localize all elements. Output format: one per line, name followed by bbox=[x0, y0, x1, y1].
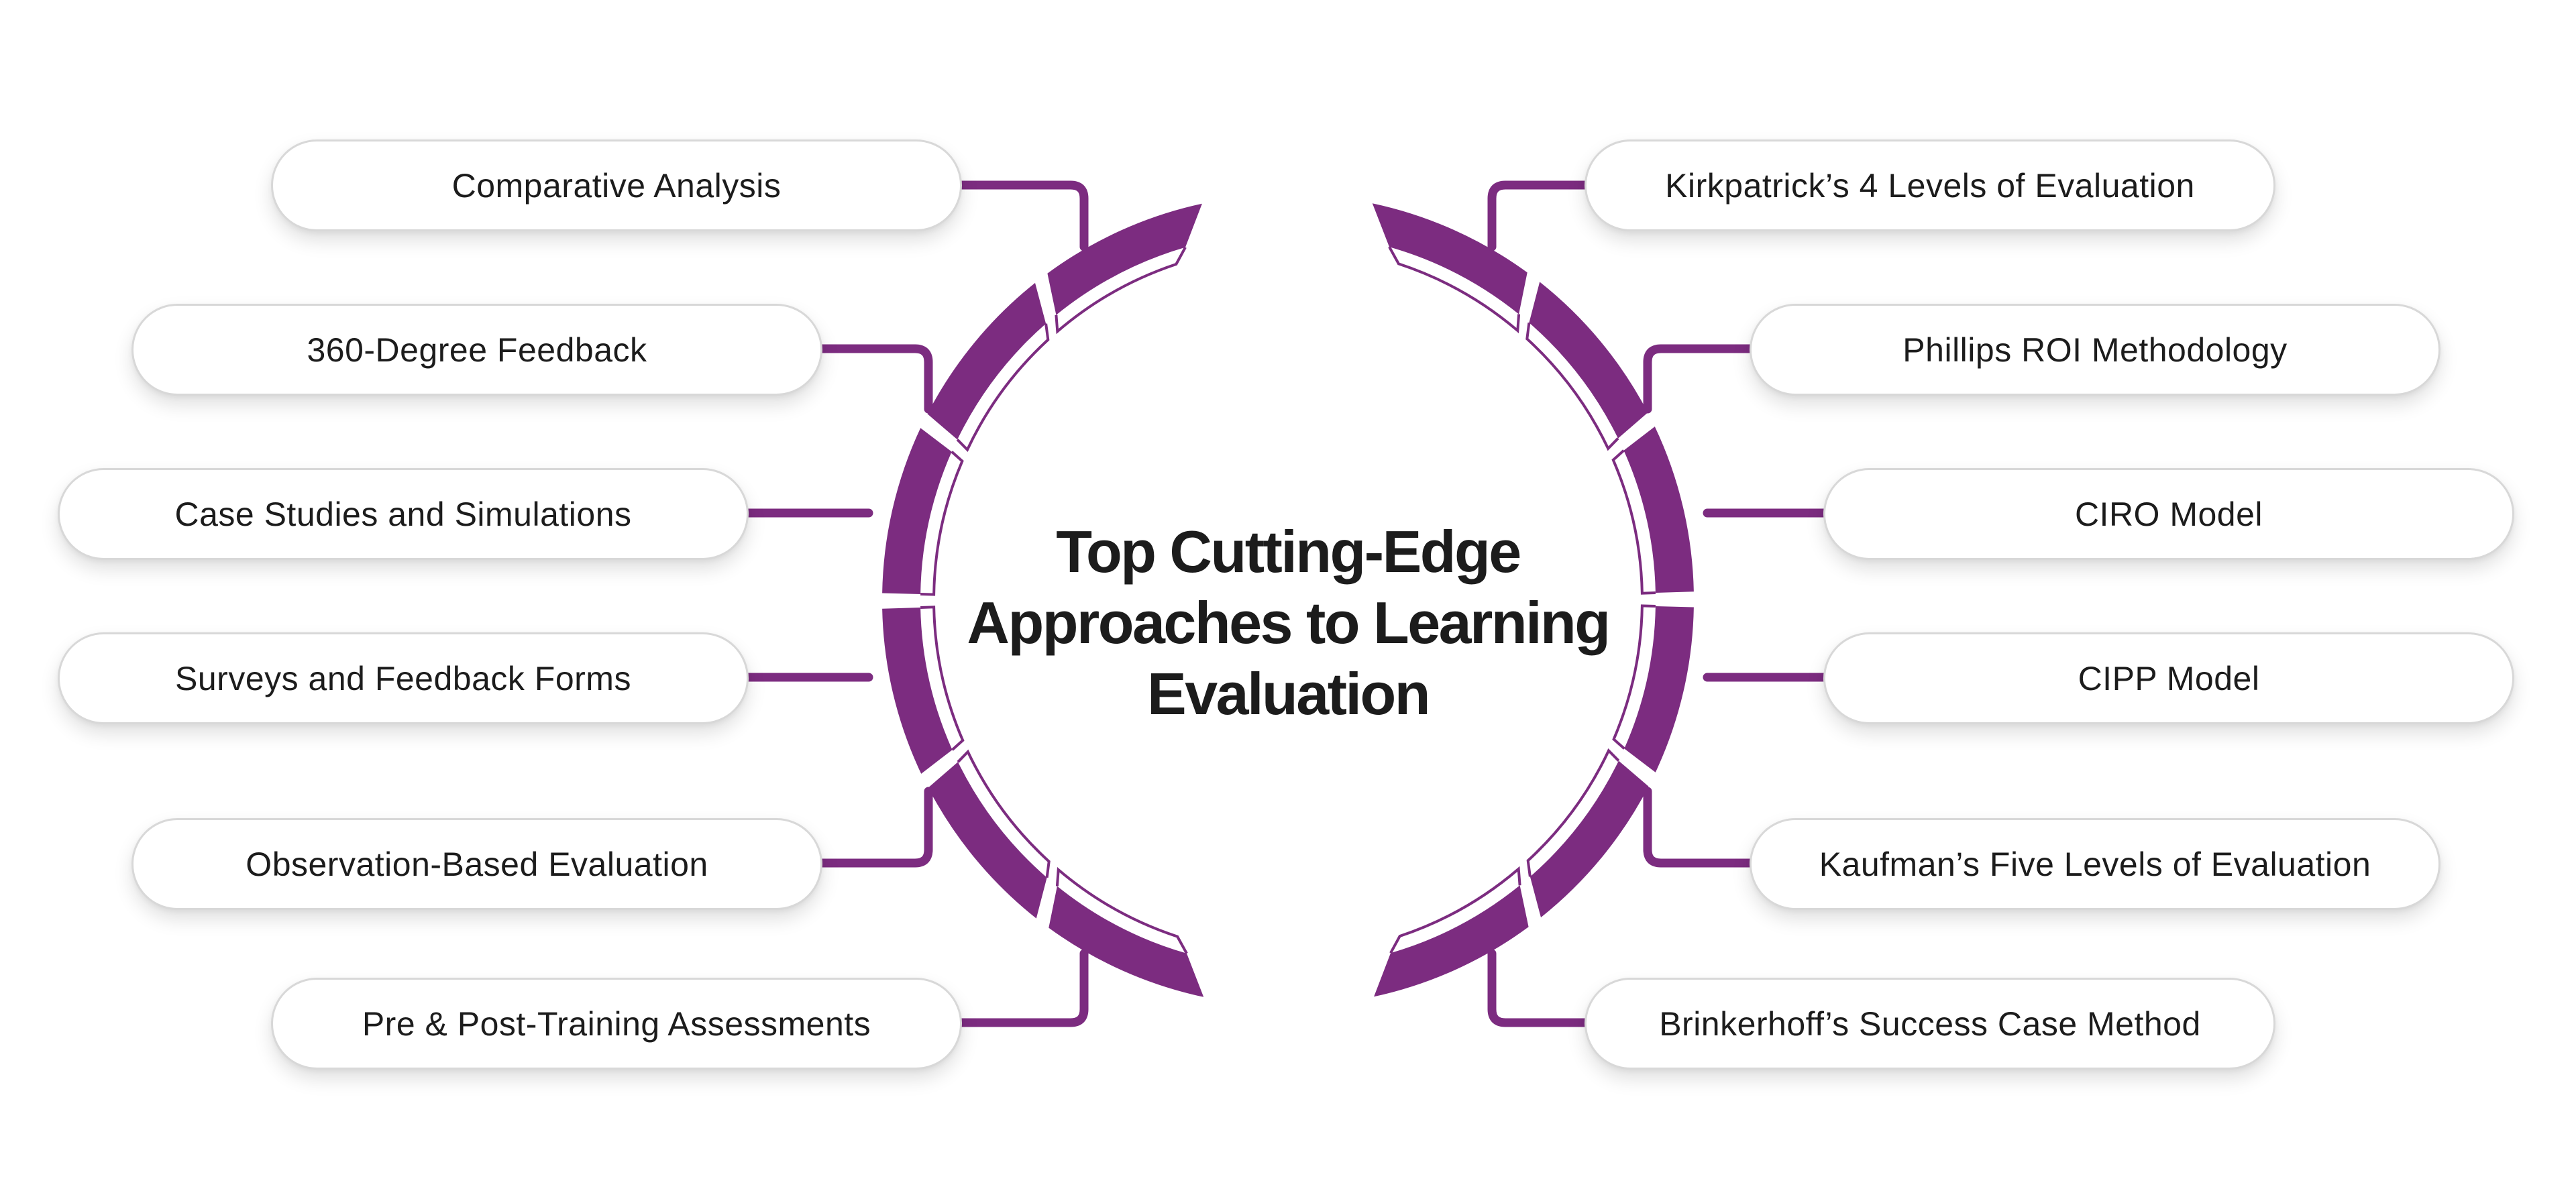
node-label: Comparative Analysis bbox=[451, 166, 782, 205]
node-observation-based-evaluation: Observation-Based Evaluation bbox=[131, 818, 822, 910]
arc-segment-inner-line bbox=[1388, 246, 1521, 334]
arc-segment bbox=[882, 428, 952, 594]
right-arc bbox=[1372, 203, 1694, 997]
node-label: 360-Degree Feedback bbox=[307, 331, 647, 369]
node-label: Kaufman’s Five Levels of Evaluation bbox=[1819, 845, 2371, 883]
node-label: CIRO Model bbox=[2074, 495, 2263, 533]
arc-segment-inner-line bbox=[920, 606, 965, 751]
arc-segment-inner-line bbox=[1525, 323, 1619, 451]
node-kirkpatricks-4-levels-of-evaluation: Kirkpatrick’s 4 Levels of Evaluation bbox=[1585, 139, 2275, 231]
connector-line bbox=[955, 180, 1089, 251]
title-line-1: Top Cutting-Edge bbox=[1056, 518, 1521, 585]
arc-segment bbox=[927, 282, 1046, 440]
arc-segment bbox=[1529, 282, 1648, 439]
diagram-title: Top Cutting-Edge Approaches to Learning … bbox=[785, 516, 1791, 730]
node-label: CIPP Model bbox=[2078, 659, 2260, 697]
arc-segment bbox=[882, 608, 953, 774]
arc-segment bbox=[1372, 203, 1527, 314]
arc-segment bbox=[1624, 606, 1694, 773]
node-phillips-roi-methodology: Phillips ROI Methodology bbox=[1750, 304, 2440, 396]
connector-line bbox=[955, 949, 1089, 1027]
node-label: Observation-Based Evaluation bbox=[246, 845, 708, 883]
node-label: Surveys and Feedback Forms bbox=[175, 659, 631, 697]
node-label: Pre & Post-Training Assessments bbox=[362, 1005, 871, 1043]
arc-segment bbox=[1623, 426, 1694, 593]
node-surveys-and-feedback-forms: Surveys and Feedback Forms bbox=[58, 632, 749, 724]
connector-line bbox=[1643, 344, 1761, 414]
arc-segment bbox=[1047, 203, 1202, 315]
arc-segment-inner-line bbox=[920, 451, 964, 596]
connector-line bbox=[1487, 949, 1621, 1027]
arc-segment-inner-line bbox=[1612, 604, 1656, 750]
node-brinkerhoffs-success-case-method: Brinkerhoff’s Success Case Method bbox=[1585, 978, 2275, 1070]
arc-segment-inner-line bbox=[957, 749, 1051, 878]
node-label: Case Studies and Simulations bbox=[174, 495, 632, 533]
node-comparative-analysis: Comparative Analysis bbox=[271, 139, 962, 231]
connector-lines bbox=[741, 180, 1835, 1027]
connector-line bbox=[815, 344, 933, 414]
node-label: Kirkpatrick’s 4 Levels of Evaluation bbox=[1665, 166, 2195, 205]
node-cipp-model: CIPP Model bbox=[1823, 632, 2514, 724]
node-label: Phillips ROI Methodology bbox=[1902, 331, 2288, 369]
node-kaufmans-five-levels-of-evaluation: Kaufman’s Five Levels of Evaluation bbox=[1750, 818, 2440, 910]
arc-segment bbox=[928, 762, 1047, 919]
arc-segment-inner-line bbox=[1526, 748, 1620, 877]
arc-segment-inner-line bbox=[1389, 866, 1521, 954]
arc-segment-inner-line bbox=[1611, 449, 1656, 595]
node-ciro-model: CIRO Model bbox=[1823, 468, 2514, 560]
left-arc bbox=[882, 203, 1204, 997]
arc-segment-inner-line bbox=[1055, 866, 1188, 954]
arc-segment bbox=[1374, 885, 1529, 997]
connector-line bbox=[815, 787, 933, 868]
arc-segment-inner-line bbox=[956, 323, 1050, 453]
title-line-2: Approaches to Learning bbox=[967, 589, 1611, 656]
arc-segment bbox=[1049, 886, 1204, 997]
node-360-degree-feedback: 360-Degree Feedback bbox=[131, 304, 822, 396]
arc-segment-inner-line bbox=[1055, 246, 1187, 335]
connector-line bbox=[1487, 180, 1621, 251]
node-label: Brinkerhoff’s Success Case Method bbox=[1659, 1005, 2201, 1043]
node-case-studies-and-simulations: Case Studies and Simulations bbox=[58, 468, 749, 560]
connector-line bbox=[1643, 787, 1761, 868]
arc-segment bbox=[1529, 760, 1649, 918]
node-pre-and-post-training-assessments: Pre & Post-Training Assessments bbox=[271, 978, 962, 1070]
title-line-3: Evaluation bbox=[1147, 661, 1430, 727]
